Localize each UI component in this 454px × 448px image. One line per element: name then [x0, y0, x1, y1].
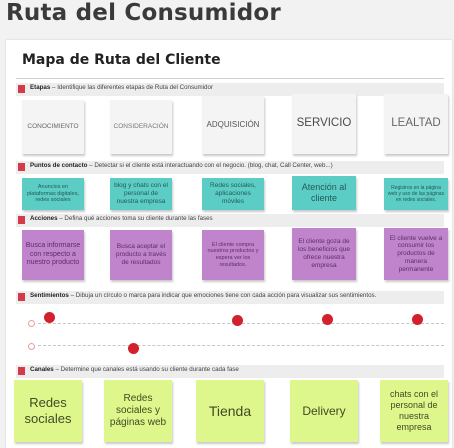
action-note[interactable]: El cliente goza de los beneficios que of…: [292, 228, 356, 280]
stage-note[interactable]: CONOCIMIENTO: [22, 100, 84, 154]
lane-marker: [18, 163, 25, 171]
smile-face-icon: [28, 320, 35, 327]
lane-header-canales: Canales – Determine que canales está usa…: [16, 365, 444, 378]
channel-note[interactable]: Delivery: [290, 380, 358, 442]
lane-title: Sentimientos: [30, 292, 69, 299]
title-divider: [16, 78, 444, 79]
sentiment-dot[interactable]: [128, 343, 139, 354]
touchpoint-note[interactable]: Redes sociales, aplicaciones móviles: [202, 178, 264, 210]
sentiment-dot[interactable]: [232, 315, 243, 326]
lane-title: Acciones: [30, 215, 58, 222]
sad-face-icon: [28, 343, 35, 350]
stage-note[interactable]: CONSIDERACIÓN: [110, 100, 172, 154]
sentiment-negative-line: [38, 345, 444, 346]
sentiment-dot[interactable]: [322, 314, 333, 325]
lane-title: Canales: [30, 366, 54, 373]
sentiment-dot[interactable]: [44, 312, 55, 323]
action-note[interactable]: El cliente vuelve a consumir los product…: [384, 228, 448, 280]
lane-title: Puntos de contacto: [30, 162, 88, 169]
touchpoint-note[interactable]: blog y chats con el personal de nuestra …: [110, 178, 172, 210]
action-note[interactable]: Busca aceptar el producto a través de re…: [110, 230, 172, 280]
touchpoint-note[interactable]: Registros en la página web y uso de las …: [384, 178, 448, 210]
touchpoint-note[interactable]: Atención al cliente: [292, 176, 356, 210]
lane-description: Dibuja un círculo o marca para indicar q…: [75, 292, 377, 299]
lane-marker: [18, 85, 25, 93]
lane-description: Detectar si el cliente está interactuand…: [94, 162, 333, 169]
lane-description: Identifique las diferentes etapas de Rut…: [57, 84, 214, 91]
page-title: Ruta del Consumidor: [6, 0, 281, 26]
channel-note[interactable]: Redes sociales: [14, 380, 82, 442]
channel-note[interactable]: Tienda: [196, 380, 264, 442]
stage-note[interactable]: SERVICIO: [292, 94, 356, 154]
lane-title: Etapas: [30, 84, 51, 91]
channel-note[interactable]: chats con el personal de nuestra empresa: [380, 380, 448, 442]
lane-description: Defina qué acciones toma su cliente dura…: [64, 215, 213, 222]
lane-description: Determine que canales está usando su cli…: [60, 366, 239, 373]
stage-note[interactable]: LEALTAD: [384, 94, 448, 154]
lane-header-acciones: Acciones – Defina qué acciones toma su c…: [16, 214, 444, 227]
lane-header-puntos-de-contacto: Puntos de contacto – Detectar si el clie…: [16, 161, 444, 174]
stage-note[interactable]: ADQUISICIÓN: [202, 96, 264, 154]
journey-board: Mapa de Ruta del Cliente Etapas – Identi…: [6, 40, 452, 448]
channel-note[interactable]: Redes sociales y páginas web: [104, 380, 172, 442]
lane-header-etapas: Etapas – Identifique las diferentes etap…: [16, 83, 444, 96]
touchpoint-note[interactable]: Anuncios en plataformas digitales, redes…: [22, 178, 84, 210]
action-note[interactable]: Busca informarse con respecto a nuestro …: [22, 230, 84, 280]
board-title: Mapa de Ruta del Cliente: [22, 52, 221, 68]
lane-marker: [18, 293, 25, 301]
lane-marker: [18, 216, 25, 224]
lane-header-sentimientos: Sentimientos – Dibuja un círculo o marca…: [16, 291, 444, 304]
sentiment-dot[interactable]: [412, 314, 423, 325]
action-note[interactable]: El cliente compra nuestros productos y e…: [202, 230, 264, 280]
lane-marker: [18, 367, 25, 375]
